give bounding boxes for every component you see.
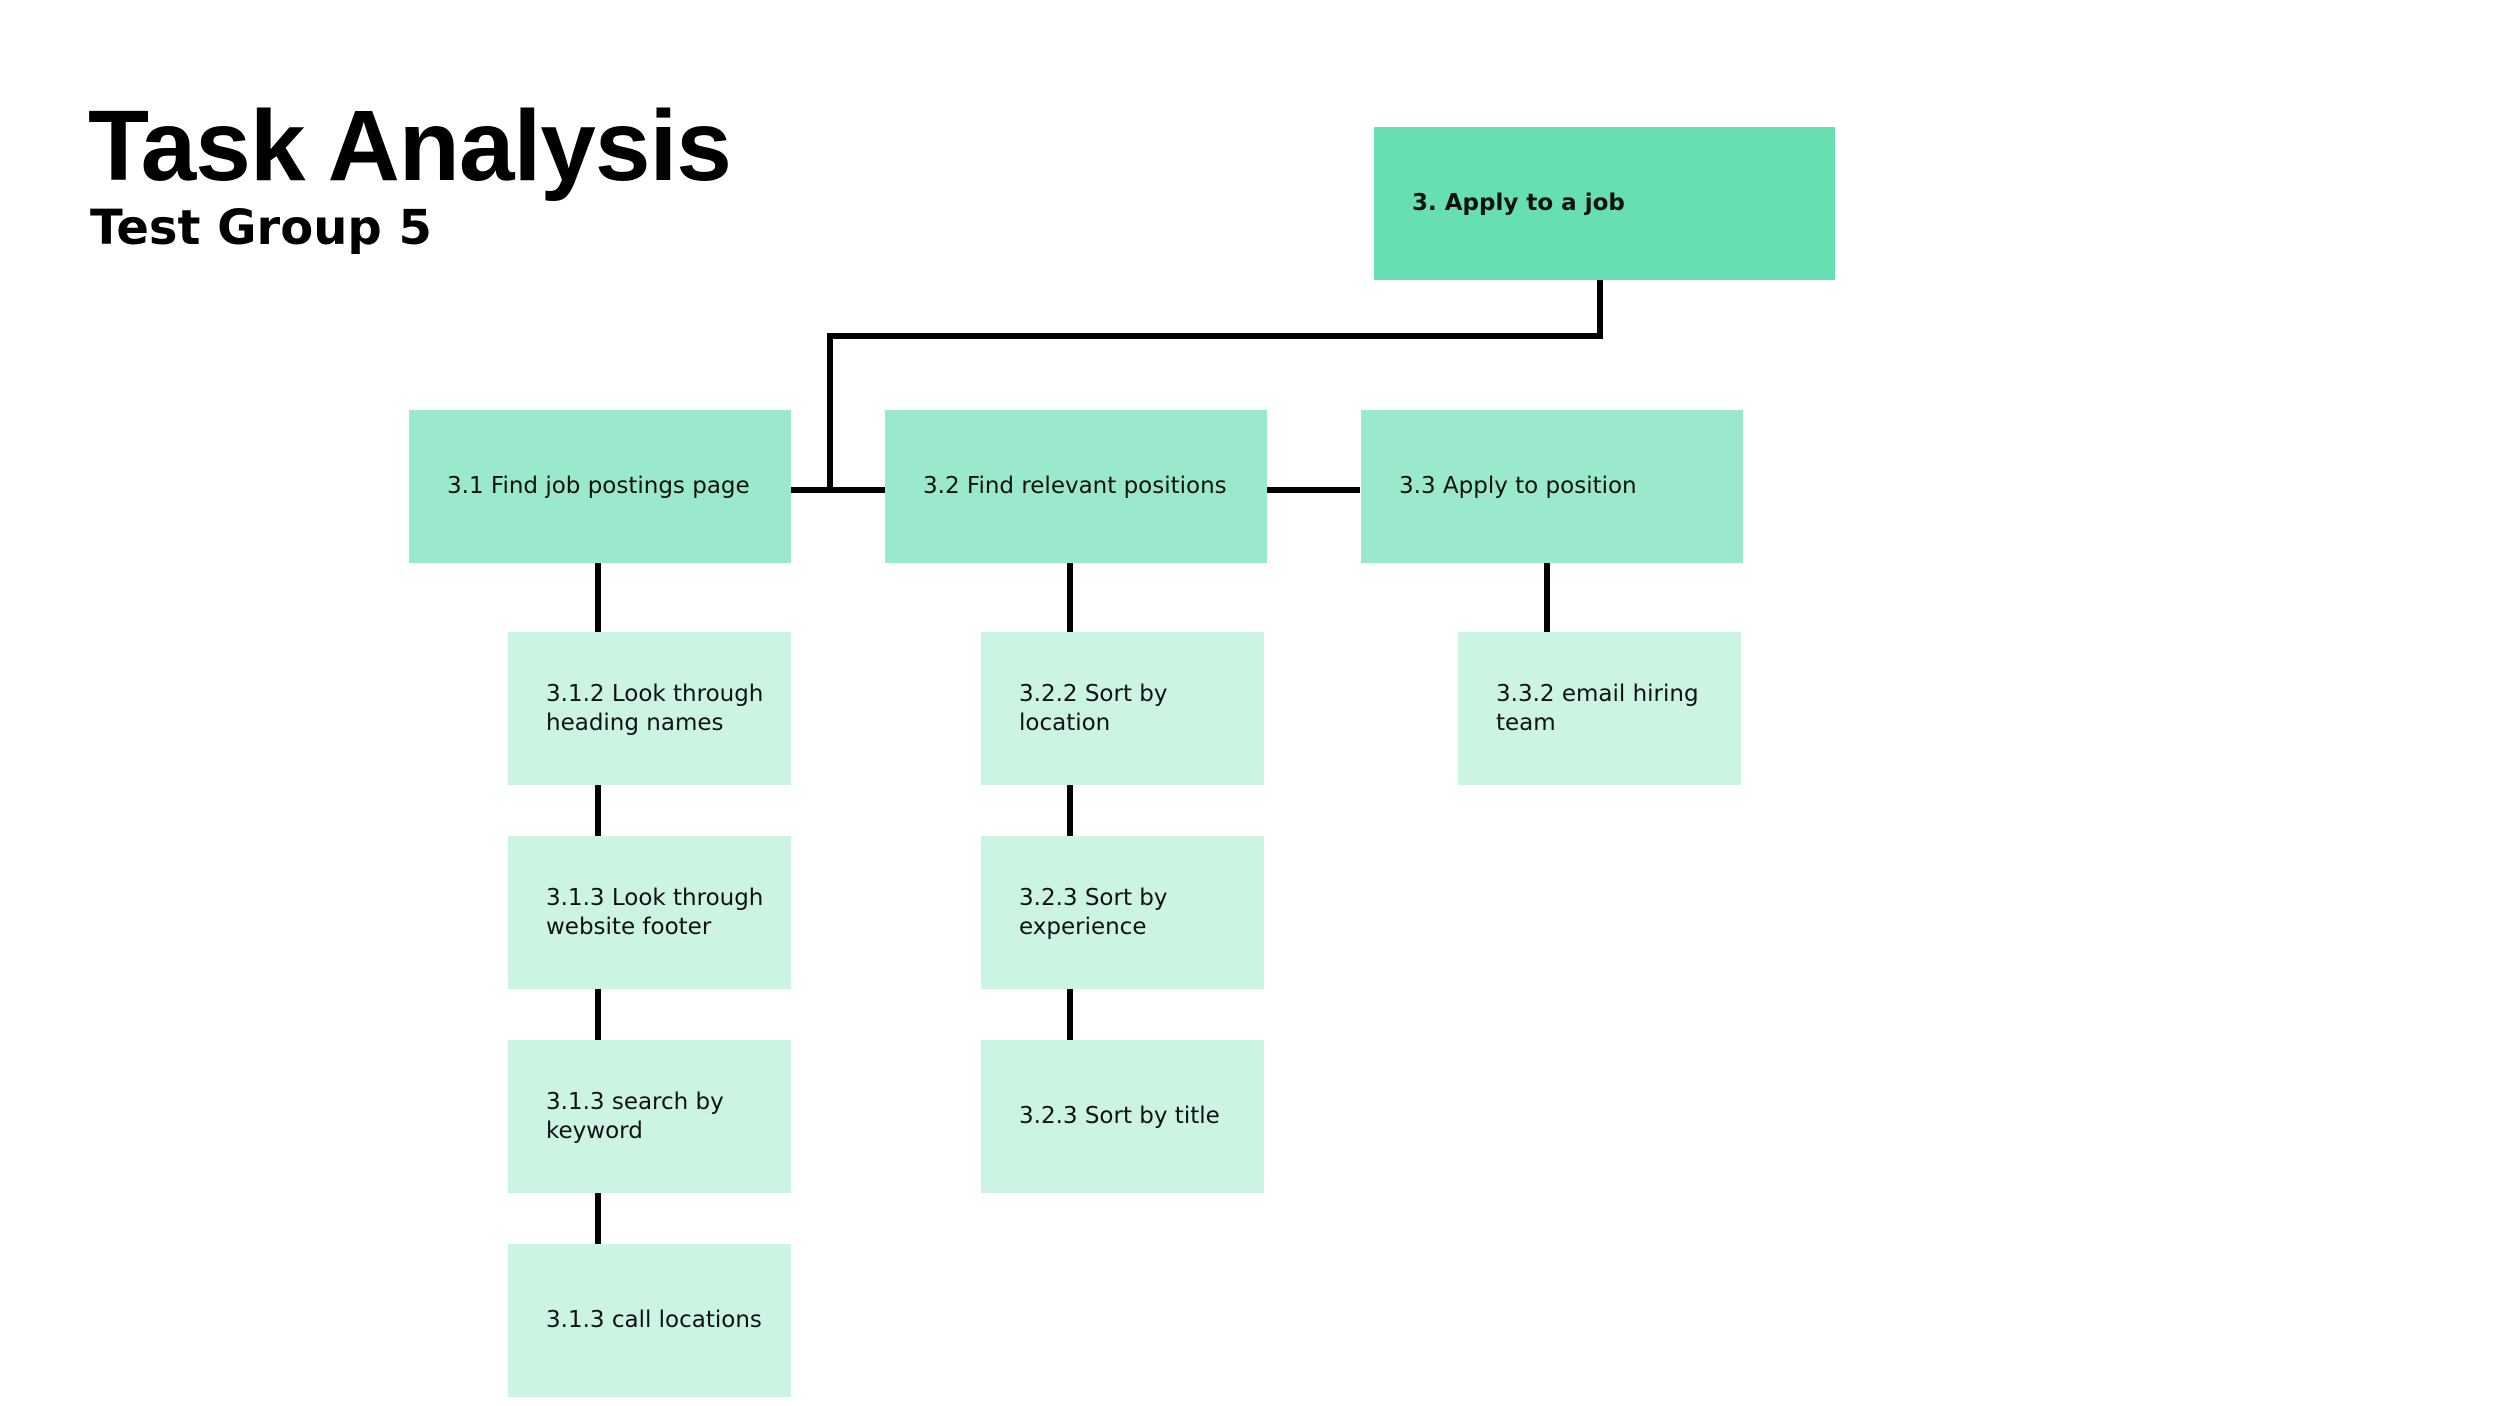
step-node: 3.1.3 search by keyword <box>508 1040 791 1193</box>
subtask-node-3-2: 3.2 Find relevant positions <box>885 410 1267 563</box>
subtask-node-3-1: 3.1 Find job postings page <box>409 410 791 563</box>
step-node: 3.2.3 Sort by experience <box>981 836 1264 989</box>
step-label: 3.1.3 Look through website footer <box>546 884 764 940</box>
root-task-label: 3. Apply to a job <box>1412 190 1625 216</box>
subtask-label: 3.1 Find job postings page <box>447 473 750 499</box>
step-node: 3.1.3 call locations <box>508 1244 791 1397</box>
page-title: Task Analysis <box>88 90 732 202</box>
step-node: 3.1.3 Look through website footer <box>508 836 791 989</box>
step-node: 3.3.2 email hiring team <box>1458 632 1741 785</box>
step-node: 3.1.2 Look through heading names <box>508 632 791 785</box>
step-node: 3.2.2 Sort by location <box>981 632 1264 785</box>
subtask-node-3-3: 3.3 Apply to position <box>1361 410 1743 563</box>
step-label: 3.1.3 call locations <box>546 1307 762 1333</box>
step-label: 3.2.3 Sort by experience <box>1019 884 1168 940</box>
subtask-label: 3.3 Apply to position <box>1399 473 1637 499</box>
step-label: 3.2.3 Sort by title <box>1019 1103 1220 1129</box>
step-label: 3.1.2 Look through heading names <box>546 680 764 736</box>
subtask-label: 3.2 Find relevant positions <box>923 473 1227 499</box>
step-node: 3.2.3 Sort by title <box>981 1040 1264 1193</box>
step-label: 3.3.2 email hiring team <box>1496 680 1699 736</box>
page-subtitle: Test Group 5 <box>90 200 432 256</box>
root-task-node: 3. Apply to a job <box>1374 127 1835 280</box>
step-label: 3.2.2 Sort by location <box>1019 680 1168 736</box>
step-label: 3.1.3 search by keyword <box>546 1088 724 1144</box>
root-connector <box>827 278 1603 490</box>
